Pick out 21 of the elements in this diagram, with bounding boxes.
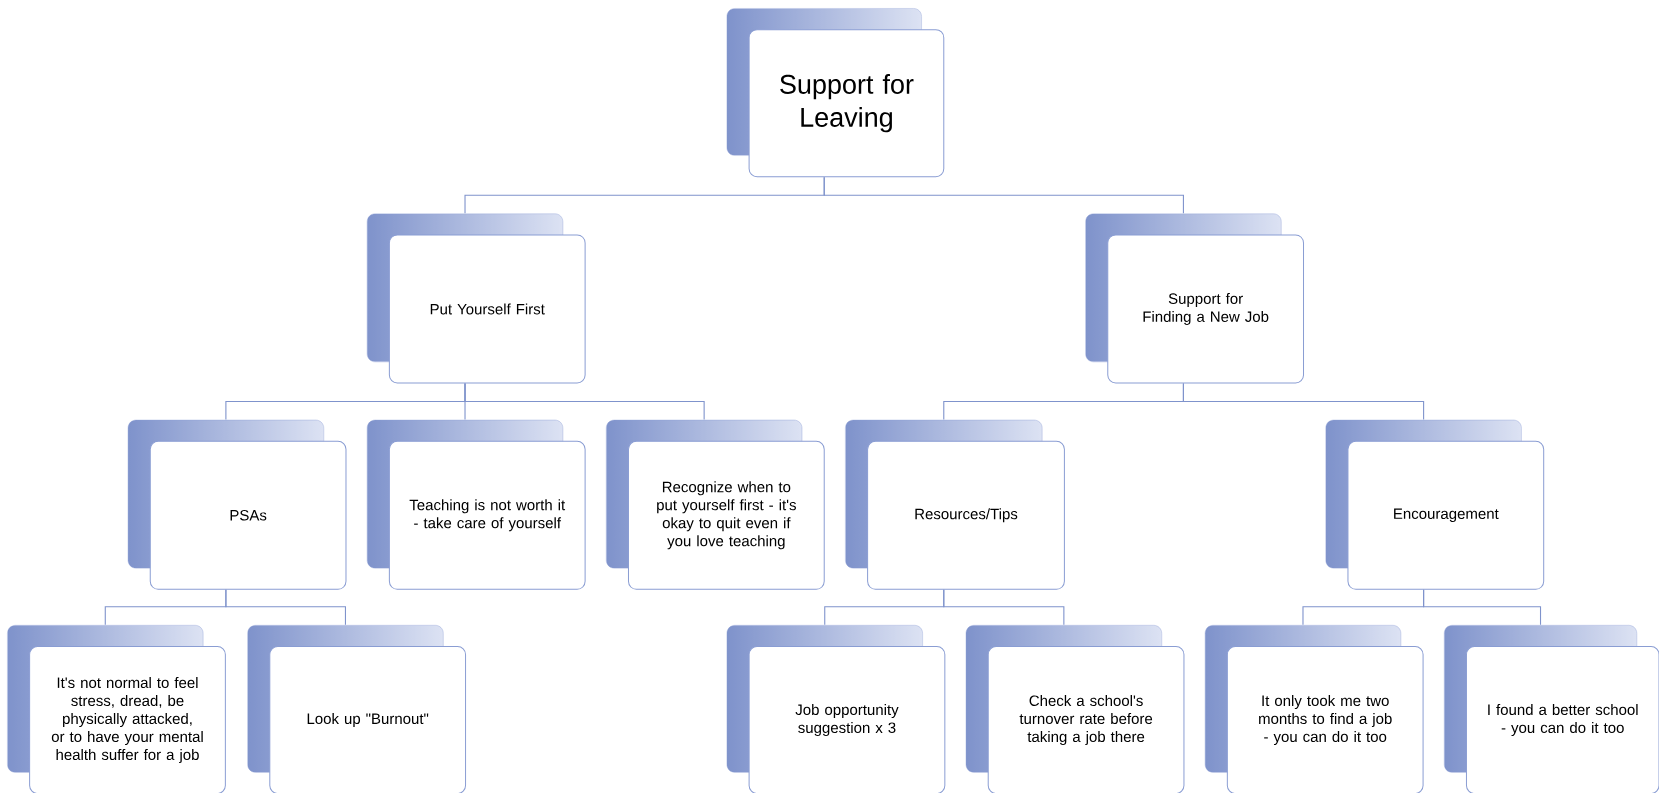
stacked-box: Job opportunity suggestion x 3 <box>726 625 946 793</box>
connector-line <box>1182 382 1425 421</box>
stacked-box: Teaching is not worth it - take care of yourself <box>366 419 586 590</box>
stacked-box: Support for Finding a New Job <box>1085 213 1304 384</box>
stacked-box: Put Yourself First <box>366 213 586 384</box>
stacked-box: It's not normal to feel stress, dread, be physically attacked, or to have your mental health suffer for a job <box>7 625 226 793</box>
connector-line <box>1423 589 1542 626</box>
connector-line <box>464 382 705 421</box>
stacked-box: Look up "Burnout" <box>247 625 467 793</box>
connector-line <box>823 176 1184 214</box>
stacked-box: Encouragement <box>1325 419 1545 590</box>
connector-line <box>943 589 1065 626</box>
stacked-box: I found a better school - you can do it too <box>1444 625 1659 793</box>
stacked-box: It only took me two months to find a job - you can do it too <box>1204 625 1424 793</box>
connector-line <box>225 589 346 626</box>
node-label: Look up "Burnout" <box>307 713 429 727</box>
stacked-box: Support for Leaving <box>726 8 945 178</box>
stacked-box: Recognize when to put yourself first - it's okay to quit even if you love teaching <box>606 419 825 590</box>
stacked-box: Check a school's turnover rate before taking a job there <box>965 625 1185 793</box>
stacked-box: PSAs <box>127 419 347 590</box>
stacked-box: Resources/Tips <box>845 419 1065 590</box>
